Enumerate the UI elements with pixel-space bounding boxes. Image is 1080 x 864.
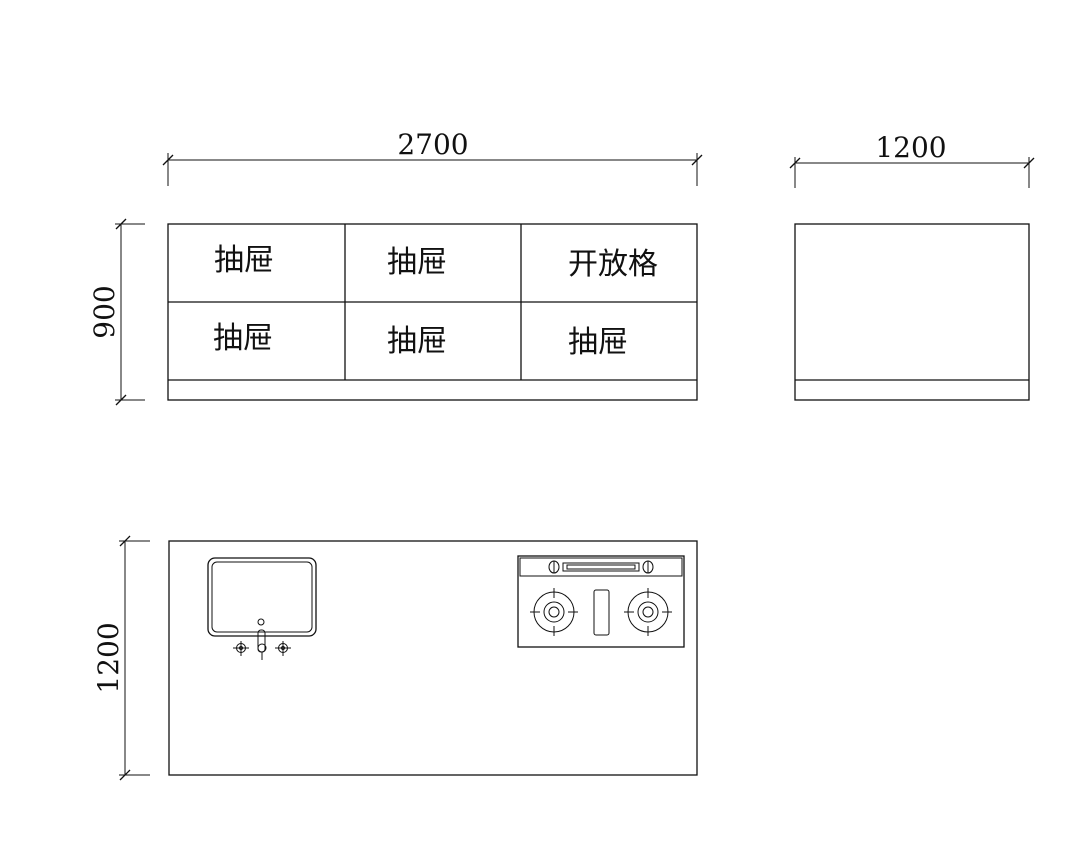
- cell-bottom-left: 抽屉: [213, 321, 273, 356]
- cell-top-middle: 抽屉: [387, 245, 447, 280]
- front-elevation: 抽屉 抽屉 开放格 抽屉 抽屉 抽屉: [167, 223, 698, 401]
- faucet-icon: [233, 629, 291, 660]
- plan-view: [168, 540, 698, 776]
- plan-height-dimension: 1200: [92, 535, 150, 781]
- front-height-dimension: 900: [88, 218, 145, 406]
- knob-left-icon: [548, 560, 560, 574]
- plan-height-label: 1200: [92, 622, 125, 693]
- front-width-label: 2700: [397, 128, 468, 161]
- side-width-dimension: 1200: [789, 131, 1035, 188]
- sink-icon: [207, 557, 317, 637]
- burner-right-icon: [624, 588, 672, 636]
- side-width-label: 1200: [875, 131, 946, 164]
- knob-right-icon: [642, 560, 654, 574]
- gas-stove-icon: [517, 555, 685, 648]
- front-height-label: 900: [88, 285, 121, 338]
- cell-bottom-middle: 抽屉: [387, 324, 447, 359]
- cell-top-right: 开放格: [568, 247, 658, 282]
- cell-top-left: 抽屉: [214, 243, 274, 278]
- front-width-dimension: 2700: [162, 128, 703, 186]
- side-elevation: [794, 223, 1030, 401]
- cell-bottom-right: 抽屉: [568, 325, 628, 360]
- burner-left-icon: [530, 588, 578, 636]
- center-vent: [593, 589, 610, 636]
